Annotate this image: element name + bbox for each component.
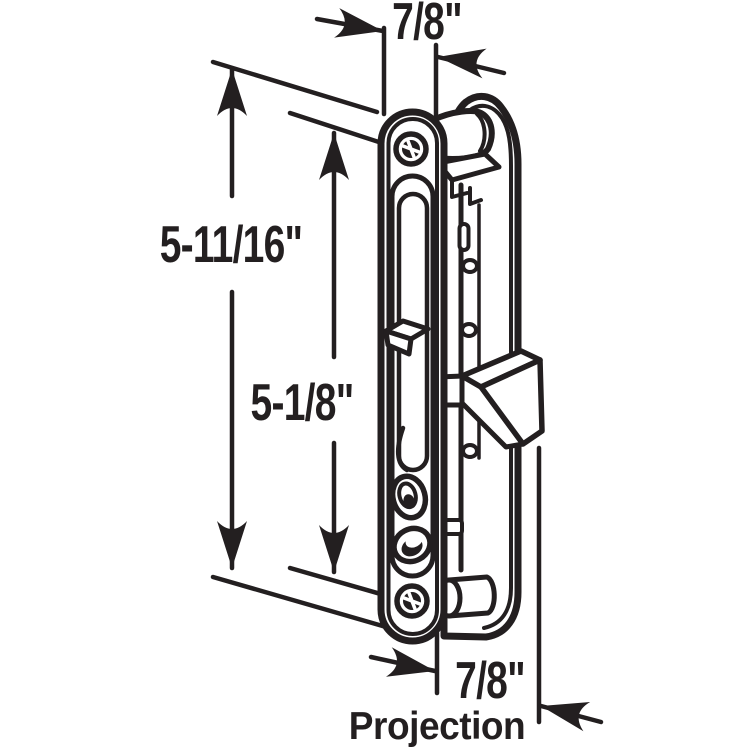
dim-label-screw-spacing: 5-1/8"	[250, 374, 355, 432]
latch-top-cylinder	[430, 108, 502, 206]
dim-label-top-width: 7/8"	[392, 0, 462, 51]
dim-label-projection-word: Projection	[348, 705, 526, 748]
dim-label-projection-value: 7/8"	[455, 652, 525, 710]
bottom-screw-icon	[394, 583, 430, 619]
latch-hook	[435, 348, 545, 450]
latch-faceplate	[377, 108, 448, 645]
latch-lever-upper	[389, 473, 429, 521]
latch-side-tab	[383, 318, 431, 357]
latch-drawing	[377, 92, 545, 645]
top-screw-icon	[393, 131, 429, 167]
latch-lever-lower	[391, 525, 433, 565]
dim-label-overall-height: 5-11/16"	[159, 216, 303, 274]
dimension-graphics	[210, 8, 604, 732]
